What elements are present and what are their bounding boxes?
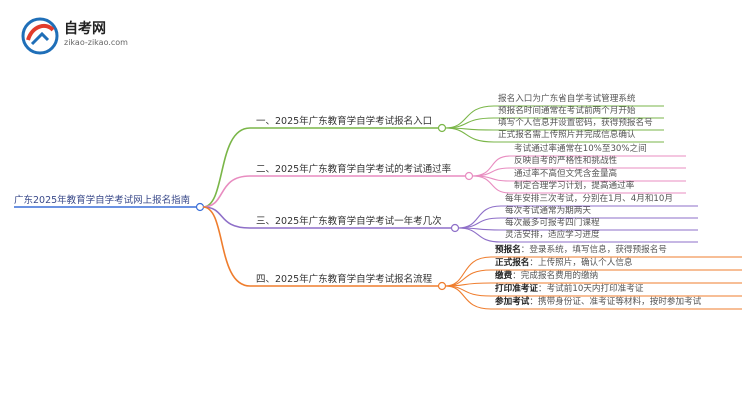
logo-url: zikao-zikao.com [64,38,128,47]
branch-2-leaf-4-edge [471,175,511,194]
branch-1-leaf-3: 填写个人信息并设置密码，获得预报名号 [498,118,653,128]
branch-1-node-dot [437,123,447,133]
branch-3-edge [202,206,251,229]
branch-1-leaf-2-edge [444,117,495,129]
leaf-text: ：携带身份证、准考证等材料，按时参加考试 [529,297,702,307]
branch-2-edge [202,175,251,208]
branch-1-leaf-4-edge [444,127,495,143]
branch-2-node-dot [464,171,474,181]
branch-4-edge [202,206,251,287]
branch-4-leaf-4: 打印准考证：考试前10天内打印准考证 [495,284,643,295]
mindmap-edges [14,105,742,310]
leaf-keyword: 参加考试 [495,297,530,307]
branch-4-node-dot [437,281,447,291]
branch-4-label: 四、2025年广东教育学自学考试报名流程 [256,274,433,285]
leaf-keyword: 正式报名 [495,258,530,268]
branch-4-leaf-5-edge [444,285,492,310]
branch-3-leaf-3: 每次最多可报考四门课程 [505,218,600,228]
logo-name: 自考网 [64,21,106,37]
branch-2-leaf-2: 反映自考的严格性和挑战性 [514,156,618,166]
branch-4-leaf-1-edge [444,256,492,287]
branch-4-leaf-3: 缴费：完成报名费用的缴纳 [495,271,598,282]
leaf-text: ：上传照片，确认个人信息 [529,258,633,268]
root-node-dot [195,202,205,212]
branch-3-leaf-1: 每年安排三次考试，分别在1月、4月和10月 [505,194,673,204]
branch-1-leaf-1: 报名入口为广东省自学考试管理系统 [498,94,636,104]
branch-3-node-dot [450,223,460,233]
branch-4-leaf-4-edge [444,285,492,297]
branch-2-leaf-4: 制定合理学习计划，提高通过率 [514,181,635,191]
branch-1-leaf-4: 正式报名需上传照片并完成信息确认 [498,130,636,140]
leaf-keyword: 预报名 [495,245,521,255]
leaf-text: ：登录系统，填写信息，获得预报名号 [520,245,667,255]
branch-2-label: 二、2025年广东教育学自学考试的考试通过率 [256,164,452,175]
branch-4-leaf-1: 预报名：登录系统，填写信息，获得预报名号 [495,245,667,256]
leaf-keyword: 缴费 [495,271,513,281]
leaf-keyword: 打印准考证 [495,284,538,294]
branch-4-leaf-5: 参加考试：携带身份证、准考证等材料，按时参加考试 [495,297,701,308]
branch-3-leaf-4-edge [457,227,502,243]
leaf-text: ：完成报名费用的缴纳 [512,271,599,281]
branch-3-label: 三、2025年广东教育学自学考试一年考几次 [256,216,442,227]
branch-1-leaf-1-edge [444,105,495,129]
branch-1-label: 一、2025年广东教育学自学考试报名入口 [256,116,433,127]
leaf-text: ：考试前10天内打印准考证 [537,284,644,294]
branch-4-leaf-2: 正式报名：上传照片，确认个人信息 [495,258,633,269]
branch-1-leaf-2: 预报名时间通常在考试前两个月开始 [498,106,636,116]
branch-2-leaf-2-edge [471,167,511,177]
branch-3-leaf-2: 每次考试通常为期两天 [505,206,591,216]
branch-1-edge [202,127,251,208]
branch-3-leaf-2-edge [457,217,502,229]
root-topic: 广东2025年教育学自学考试网上报名指南 [14,195,191,206]
branch-3-leaf-4: 灵活安排，适应学习进度 [505,230,600,240]
branch-2-leaf-3: 通过率不高但文凭含金量高 [514,169,618,179]
logo-icon [21,17,59,55]
branch-3-leaf-1-edge [457,205,502,229]
branch-2-leaf-1: 考试通过率通常在10%至30%之间 [514,144,647,154]
